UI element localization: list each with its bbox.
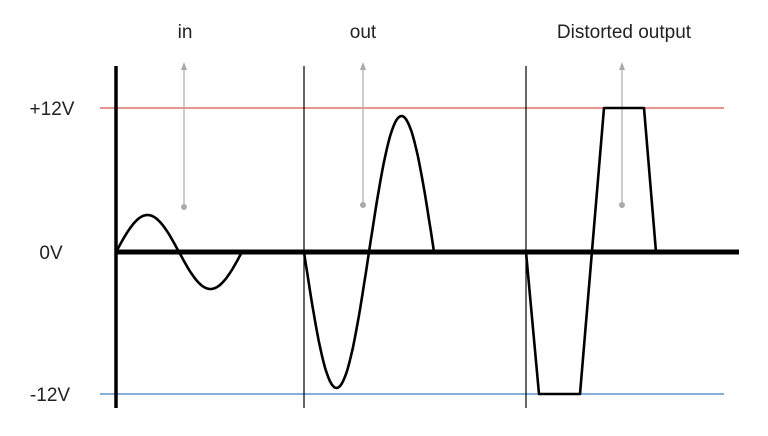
- label-zero-v: 0V: [39, 243, 63, 264]
- label-in: in: [178, 22, 193, 43]
- label-plus-12v: +12V: [30, 99, 75, 120]
- arrow-distorted: [619, 62, 625, 208]
- label-minus-12v: -12V: [30, 385, 70, 406]
- arrow-out: [360, 62, 366, 208]
- arrow-in: [181, 62, 187, 210]
- label-distorted-output: Distorted output: [557, 22, 692, 43]
- label-out: out: [350, 22, 377, 43]
